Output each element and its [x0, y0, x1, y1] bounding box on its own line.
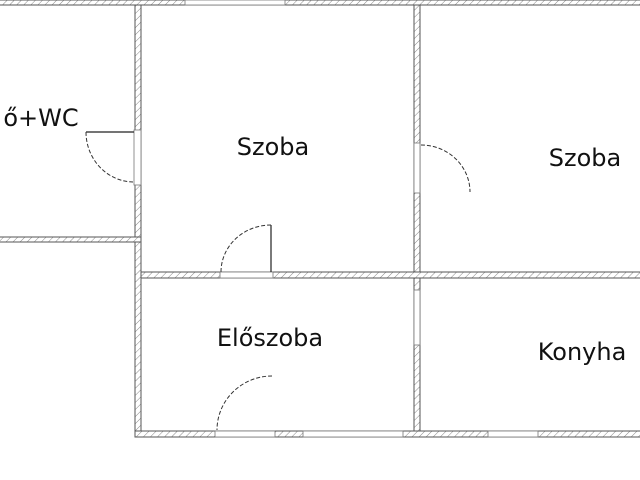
room-label-kitchen: Konyha	[537, 338, 627, 366]
door-opening-room2	[413, 142, 421, 194]
opening-hall-kitchen	[413, 289, 421, 346]
wall-middle	[140, 271, 640, 279]
wall-hall-left	[134, 241, 142, 438]
door-swing-wc	[85, 131, 134, 183]
room-label-bathroom: ő+WC	[3, 104, 79, 132]
entrance-door-opening	[214, 430, 276, 438]
door-swing-room2	[420, 144, 471, 193]
wall-wc-bottom	[0, 236, 142, 243]
wall-center	[413, 4, 421, 438]
wall-wc-right	[134, 4, 142, 241]
door-opening-wc	[133, 129, 142, 186]
window	[487, 430, 539, 438]
room-label-room1: Szoba	[236, 133, 310, 161]
door-opening-room1	[219, 271, 274, 279]
window	[302, 430, 404, 438]
door-swing-entrance	[216, 375, 273, 431]
room-label-room2: Szoba	[548, 144, 622, 172]
room-label-hall: Előszoba	[216, 324, 324, 352]
wall-top	[0, 0, 640, 6]
door-swing-room1	[220, 224, 272, 273]
window	[184, 0, 286, 6]
